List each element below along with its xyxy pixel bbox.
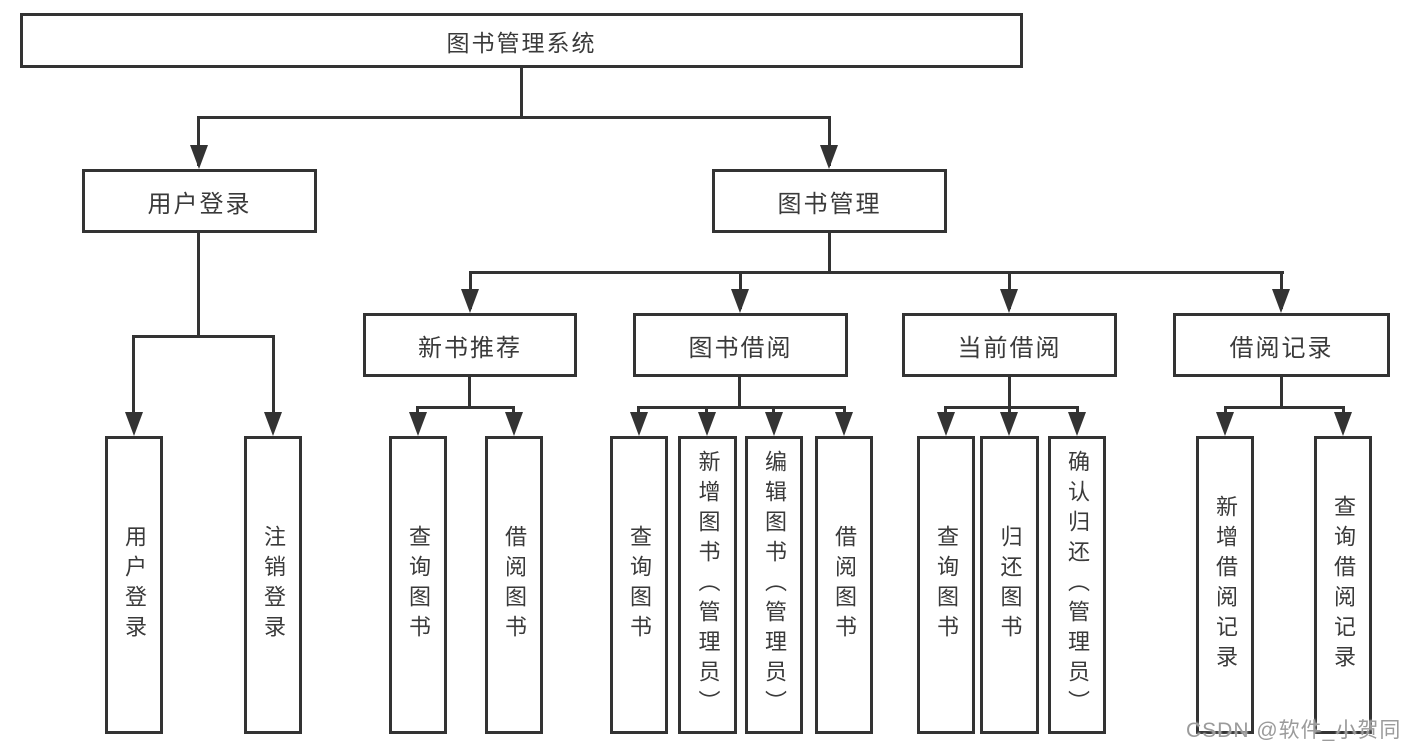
arrow-down-icon	[190, 145, 208, 169]
connector-cur-bar	[944, 406, 1079, 409]
node-rec-query-books: 查询图书	[389, 436, 447, 734]
connector-rec-stem	[468, 377, 471, 409]
arrow-down-icon	[937, 412, 955, 436]
node-user-login-label: 用户登录	[147, 190, 252, 218]
node-cur-confirm-return: 确认归还（管理员）	[1048, 436, 1106, 734]
node-rcd-add-record-label: 新增借阅记录	[1213, 495, 1238, 675]
node-cur-return-books: 归还图书	[980, 436, 1039, 734]
node-root: 图书管理系统	[20, 13, 1023, 68]
connector-root-drop-2	[828, 116, 831, 166]
node-leaf-user-login-label: 用户登录	[122, 525, 147, 645]
node-cur-query-books-label: 查询图书	[934, 525, 959, 645]
arrow-down-icon	[409, 412, 427, 436]
node-root-label: 图书管理系统	[446, 29, 597, 56]
arrow-down-icon	[1334, 412, 1352, 436]
node-cur-query-books: 查询图书	[917, 436, 975, 734]
node-book-mgmt: 图书管理	[712, 169, 947, 233]
arrow-down-icon	[461, 289, 479, 313]
node-book-mgmt-label: 图书管理	[777, 190, 882, 218]
node-user-login: 用户登录	[82, 169, 317, 233]
node-leaf-logout-label: 注销登录	[261, 525, 286, 645]
node-book-borrow-label: 图书借阅	[688, 334, 793, 362]
node-rcd-query-record-label: 查询借阅记录	[1331, 495, 1356, 675]
connector-cur-stem	[1008, 377, 1011, 409]
arrow-down-icon	[820, 145, 838, 169]
node-bor-add-books: 新增图书（管理员）	[678, 436, 737, 734]
arrow-down-icon	[731, 289, 749, 313]
node-rec-borrow-books-label: 借阅图书	[502, 525, 527, 645]
node-cur-confirm-return-label: 确认归还（管理员）	[1065, 450, 1090, 720]
connector-login-stem	[197, 233, 200, 338]
node-bor-query-books-label: 查询图书	[627, 525, 652, 645]
node-bor-add-books-label: 新增图书（管理员）	[695, 450, 721, 720]
connector-login-bar	[132, 335, 275, 338]
node-book-borrow: 图书借阅	[633, 313, 848, 377]
connector-root-bar	[197, 116, 831, 119]
node-borrow-records-label: 借阅记录	[1229, 334, 1334, 362]
node-bor-query-books: 查询图书	[610, 436, 668, 734]
arrow-down-icon	[1216, 412, 1234, 436]
node-new-book-rec: 新书推荐	[363, 313, 577, 377]
connector-rcd-bar	[1224, 406, 1345, 409]
node-rec-query-books-label: 查询图书	[406, 525, 431, 645]
connector-root-stem	[520, 68, 523, 118]
arrow-down-icon	[1000, 412, 1018, 436]
node-leaf-user-login: 用户登录	[105, 436, 163, 734]
node-rec-borrow-books: 借阅图书	[485, 436, 543, 734]
arrow-down-icon	[125, 412, 143, 436]
node-bor-edit-books-label: 编辑图书（管理员）	[762, 450, 787, 720]
connector-mgmt-bar	[469, 271, 1284, 274]
node-rcd-add-record: 新增借阅记录	[1196, 436, 1254, 734]
arrow-down-icon	[1068, 412, 1086, 436]
node-new-book-rec-label: 新书推荐	[418, 334, 522, 362]
arrow-down-icon	[505, 412, 523, 436]
connector-login-drop-1	[132, 335, 135, 430]
connector-bor-stem	[738, 377, 741, 409]
node-bor-edit-books: 编辑图书（管理员）	[745, 436, 803, 734]
arrow-down-icon	[630, 412, 648, 436]
node-rcd-query-record: 查询借阅记录	[1314, 436, 1372, 734]
node-bor-borrow-books-label: 借阅图书	[832, 525, 857, 645]
connector-bor-bar	[637, 406, 846, 409]
node-cur-return-books-label: 归还图书	[997, 525, 1023, 645]
node-current-borrow: 当前借阅	[902, 313, 1117, 377]
node-current-borrow-label: 当前借阅	[957, 334, 1062, 362]
connector-login-drop-2	[272, 335, 275, 430]
node-bor-borrow-books: 借阅图书	[815, 436, 873, 734]
csdn-watermark: CSDN @软件_小贺同学	[1186, 719, 1402, 742]
arrow-down-icon	[1272, 289, 1290, 313]
connector-root-drop-1	[197, 116, 200, 166]
arrow-down-icon	[835, 412, 853, 436]
connector-rec-bar	[416, 406, 515, 409]
arrow-down-icon	[1000, 289, 1018, 313]
connector-rcd-stem	[1280, 377, 1283, 409]
arrow-down-icon	[264, 412, 282, 436]
arrow-down-icon	[765, 412, 783, 436]
connector-mgmt-stem	[828, 233, 831, 274]
node-borrow-records: 借阅记录	[1173, 313, 1390, 377]
arrow-down-icon	[698, 412, 716, 436]
node-leaf-logout: 注销登录	[244, 436, 302, 734]
